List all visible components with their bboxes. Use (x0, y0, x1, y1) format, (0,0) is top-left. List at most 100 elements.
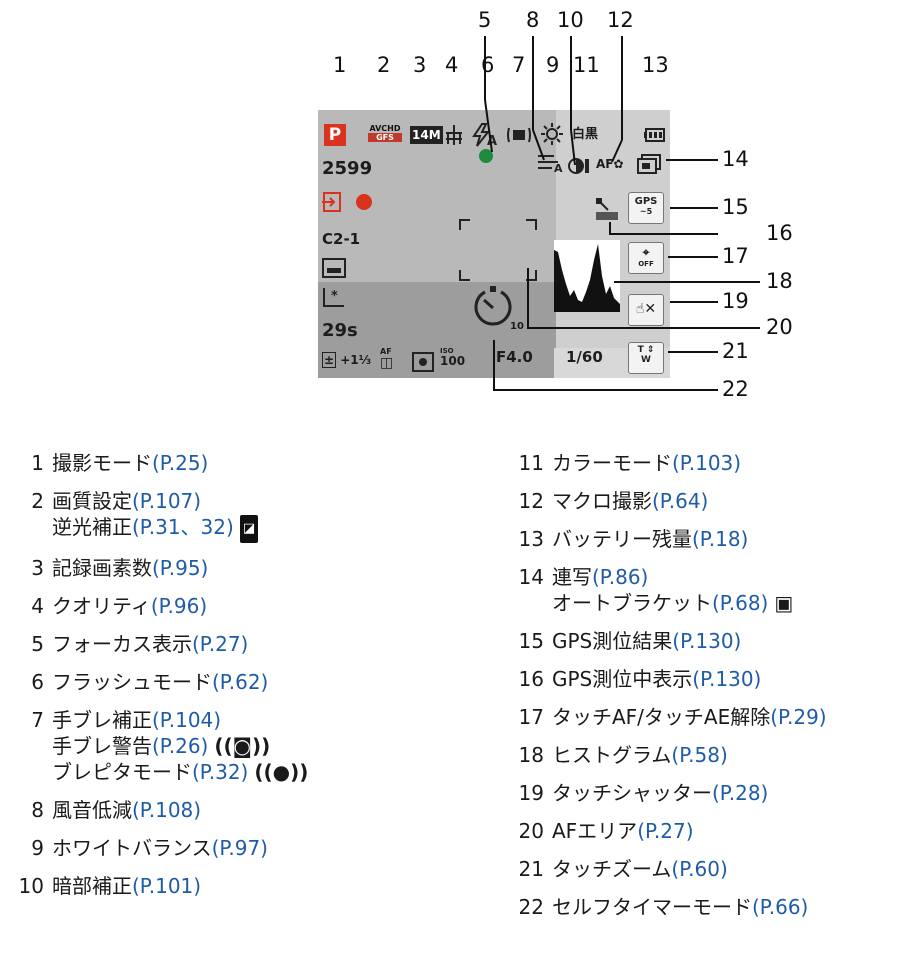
page-reference-link[interactable]: (P.130) (692, 667, 762, 691)
legend-line: タッチAF/タッチAE解除(P.29) (552, 704, 827, 730)
legend-body: クオリティ(P.96) (52, 593, 207, 619)
page-reference-link[interactable]: (P.28) (712, 781, 769, 805)
legend-text: 逆光補正 (52, 515, 132, 539)
legend-text: 撮影モード (52, 451, 152, 475)
touch-shutter-button[interactable]: ☝✕ (628, 294, 664, 326)
callout-14: 14 (722, 147, 749, 171)
white-balance-sun-icon (541, 123, 563, 145)
legend-number: 20 (518, 819, 544, 843)
callout-15: 15 (722, 195, 749, 219)
legend-body: フォーカス表示(P.27) (52, 631, 248, 657)
shadow-correction-icon (568, 158, 589, 174)
page-reference-link[interactable]: (P.32) (192, 759, 249, 784)
focus-indicator (479, 149, 493, 163)
quality-icon: AVCHD GFS (368, 124, 402, 146)
legend-number: 11 (518, 451, 544, 475)
page-reference-link[interactable]: (P.27) (637, 819, 694, 843)
page-reference-link[interactable]: (P.62) (212, 669, 269, 694)
legend-line: フラッシュモード(P.62) (52, 669, 268, 695)
legend-line: 風音低減(P.108) (52, 797, 201, 823)
legend-text: オートブラケット (552, 591, 712, 615)
legend-body: 撮影モード(P.25) (52, 450, 208, 476)
page-reference-link[interactable]: (P.95) (152, 555, 209, 580)
legend-number: 14 (518, 565, 544, 589)
legend-text: ヒストグラム (552, 743, 672, 767)
legend-number: 15 (518, 629, 544, 653)
callout-8: 8 (526, 8, 540, 32)
page-reference-link[interactable]: (P.27) (192, 631, 249, 656)
flash-auto-icon: A (472, 123, 497, 148)
page-reference-link[interactable]: (P.18) (692, 527, 749, 551)
page-reference-link[interactable]: (P.58) (671, 743, 728, 767)
page-reference-link[interactable]: (P.96) (150, 593, 208, 618)
page-reference-link[interactable]: (P.29) (770, 705, 827, 729)
page-reference-link[interactable]: (P.64) (652, 489, 709, 513)
selftimer-icon (474, 286, 512, 326)
callout-lines (484, 36, 760, 391)
legend-body: ホワイトバランス(P.97) (52, 835, 268, 861)
legend-line: マクロ撮影(P.64) (552, 488, 708, 514)
callout-6: 6 (481, 53, 495, 77)
touch-af-cancel-button[interactable]: ⌖ OFF (628, 242, 664, 274)
legend-text: 暗部補正 (52, 873, 132, 898)
selftimer-seconds: 10 (510, 321, 524, 332)
battery-icon (644, 128, 665, 142)
legend-body: カラーモード(P.103) (552, 450, 741, 476)
touch-zoom-button[interactable]: T ⇕W (628, 342, 664, 374)
page-reference-link[interactable]: (P.25) (152, 451, 209, 475)
page-reference-link[interactable]: (P.130) (672, 629, 742, 653)
page-reference-link[interactable]: (P.107) (132, 489, 202, 513)
callout-7: 7 (512, 53, 526, 77)
page-reference-link[interactable]: (P.103) (672, 451, 742, 475)
legend-body: GPS測位結果(P.130) (552, 628, 741, 654)
zoom-w-label: W (641, 355, 651, 365)
page-reference-link[interactable]: (P.97) (211, 835, 268, 860)
gps-sub-label: ~5 (639, 207, 653, 216)
line-12b (611, 139, 623, 163)
callout-20: 20 (766, 315, 793, 339)
callout-9: 9 (546, 53, 560, 77)
callout-3: 3 (413, 53, 427, 77)
aspect-icon (322, 258, 346, 278)
legend-number: 6 (31, 669, 44, 694)
gfs-label: GFS (368, 133, 402, 142)
gps-result-button[interactable]: GPS ~5 (628, 192, 664, 224)
page-reference-link[interactable]: (P.68) (712, 591, 769, 615)
callout-16: 16 (766, 221, 793, 245)
histogram (554, 240, 620, 312)
legend-text: バッテリー残量 (552, 527, 692, 551)
bracket-icon: ▣ (774, 591, 794, 615)
page-reference-link[interactable]: (P.60) (671, 857, 728, 881)
af-mode-label: AF (380, 347, 392, 356)
page-reference-link[interactable]: (P.108) (132, 797, 202, 822)
page-reference-link[interactable]: (P.66) (752, 895, 809, 919)
legend-line: GPS測位中表示(P.130) (552, 666, 761, 692)
page-reference-link[interactable]: (P.86) (592, 565, 649, 589)
legend-line: セルフタイマーモード(P.66) (552, 894, 808, 920)
legend-line: オートブラケット(P.68)▣ (552, 590, 793, 616)
legend-body: AFエリア(P.27) (552, 818, 694, 844)
legend-body: 連写(P.86)オートブラケット(P.68)▣ (552, 564, 793, 616)
page-reference-link[interactable]: (P.26) (152, 733, 209, 758)
page-reference-link[interactable]: (P.101) (132, 873, 202, 898)
callout-13: 13 (642, 53, 669, 77)
legend-number: 7 (31, 707, 44, 732)
page-reference-link[interactable]: (P.104) (152, 707, 222, 732)
macro-icon: AF✿ (596, 157, 624, 171)
shutter-speed: 1/60 (566, 348, 603, 366)
off-label: OFF (638, 260, 654, 268)
page-reference-link[interactable]: (P.31、32) (132, 515, 234, 539)
stabilizer-icon (507, 127, 531, 143)
shots-remaining: 2599 (322, 158, 373, 179)
aperture-value: F4.0 (496, 348, 533, 366)
svg-text:A: A (487, 134, 497, 148)
